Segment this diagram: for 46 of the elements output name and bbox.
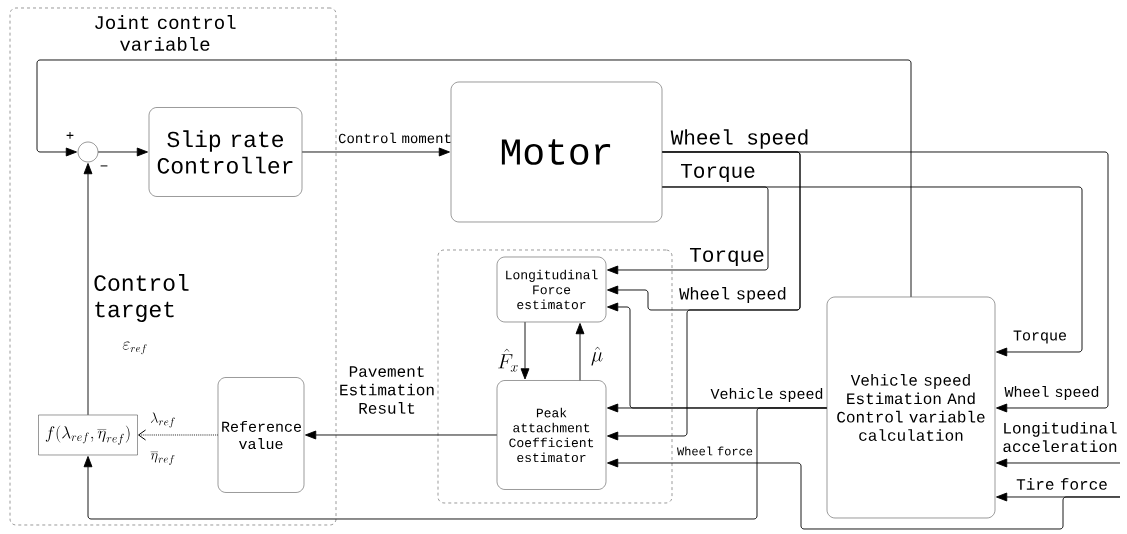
edge-label: Control target	[94, 274, 189, 322]
arrow	[607, 458, 1121, 530]
arrow	[575, 323, 585, 381]
dashed-frame	[9, 7, 337, 526]
sign-label: +	[66, 131, 74, 139]
edge-label: Longitudinal acceleration	[1003, 421, 1117, 453]
edge-label: Torque	[1013, 330, 1066, 344]
process-box: Motor	[450, 81, 663, 223]
process-box: Vehicle speed Estimation And Control variable calculation	[826, 296, 996, 519]
process-box: Reference value	[217, 377, 305, 493]
edge-label: Pavement Estimation Result	[340, 366, 434, 414]
edge-label: Torque	[690, 247, 764, 267]
arrow	[996, 458, 1121, 468]
sign-label: −	[100, 165, 108, 167]
process-box: Peak attachment Coefficient estimator	[496, 380, 607, 490]
signal-label: Wheel speed	[670, 129, 808, 149]
edge-label: Wheel speed	[679, 287, 786, 303]
dashed-frame	[437, 249, 673, 504]
arrow	[661, 151, 1109, 413]
arrow	[520, 321, 530, 380]
process-box: Slip rate Controller	[148, 107, 303, 197]
edge-label: $\lambda_{ref}$	[150, 412, 175, 428]
edge-label: Joint control variable	[95, 15, 236, 51]
arrow	[305, 430, 498, 440]
function-box: $f(\lambda_{ref},\overline{\eta}_{ref})$	[38, 414, 138, 456]
edge-label: $\hat{F}_x$	[498, 348, 518, 372]
arrow	[97, 147, 148, 157]
edge-label: Vehicle speed	[710, 388, 823, 402]
process-box: Longitudinal Force estimator	[496, 256, 607, 323]
arrow	[83, 163, 93, 416]
arrow	[83, 407, 828, 520]
edge-label: Wheel force	[677, 446, 753, 456]
formula-label: $\overline{\eta}_{ref}$	[150, 451, 175, 465]
edge-label: Wheel speed	[1004, 386, 1099, 400]
edge-label: Control moment	[338, 132, 451, 144]
arrow	[138, 429, 219, 441]
arrow	[661, 186, 1083, 357]
formula-label: $\varepsilon_{ref}$	[122, 341, 147, 355]
arrow	[607, 186, 769, 275]
arrow	[607, 151, 801, 441]
edge-label: Tire force	[1016, 478, 1107, 490]
signal-label: Torque	[681, 163, 755, 183]
arrow	[36, 59, 912, 298]
arrow	[301, 147, 450, 157]
edge-label: $\hat{\mu}$	[591, 346, 603, 366]
summing-junction	[77, 141, 99, 163]
